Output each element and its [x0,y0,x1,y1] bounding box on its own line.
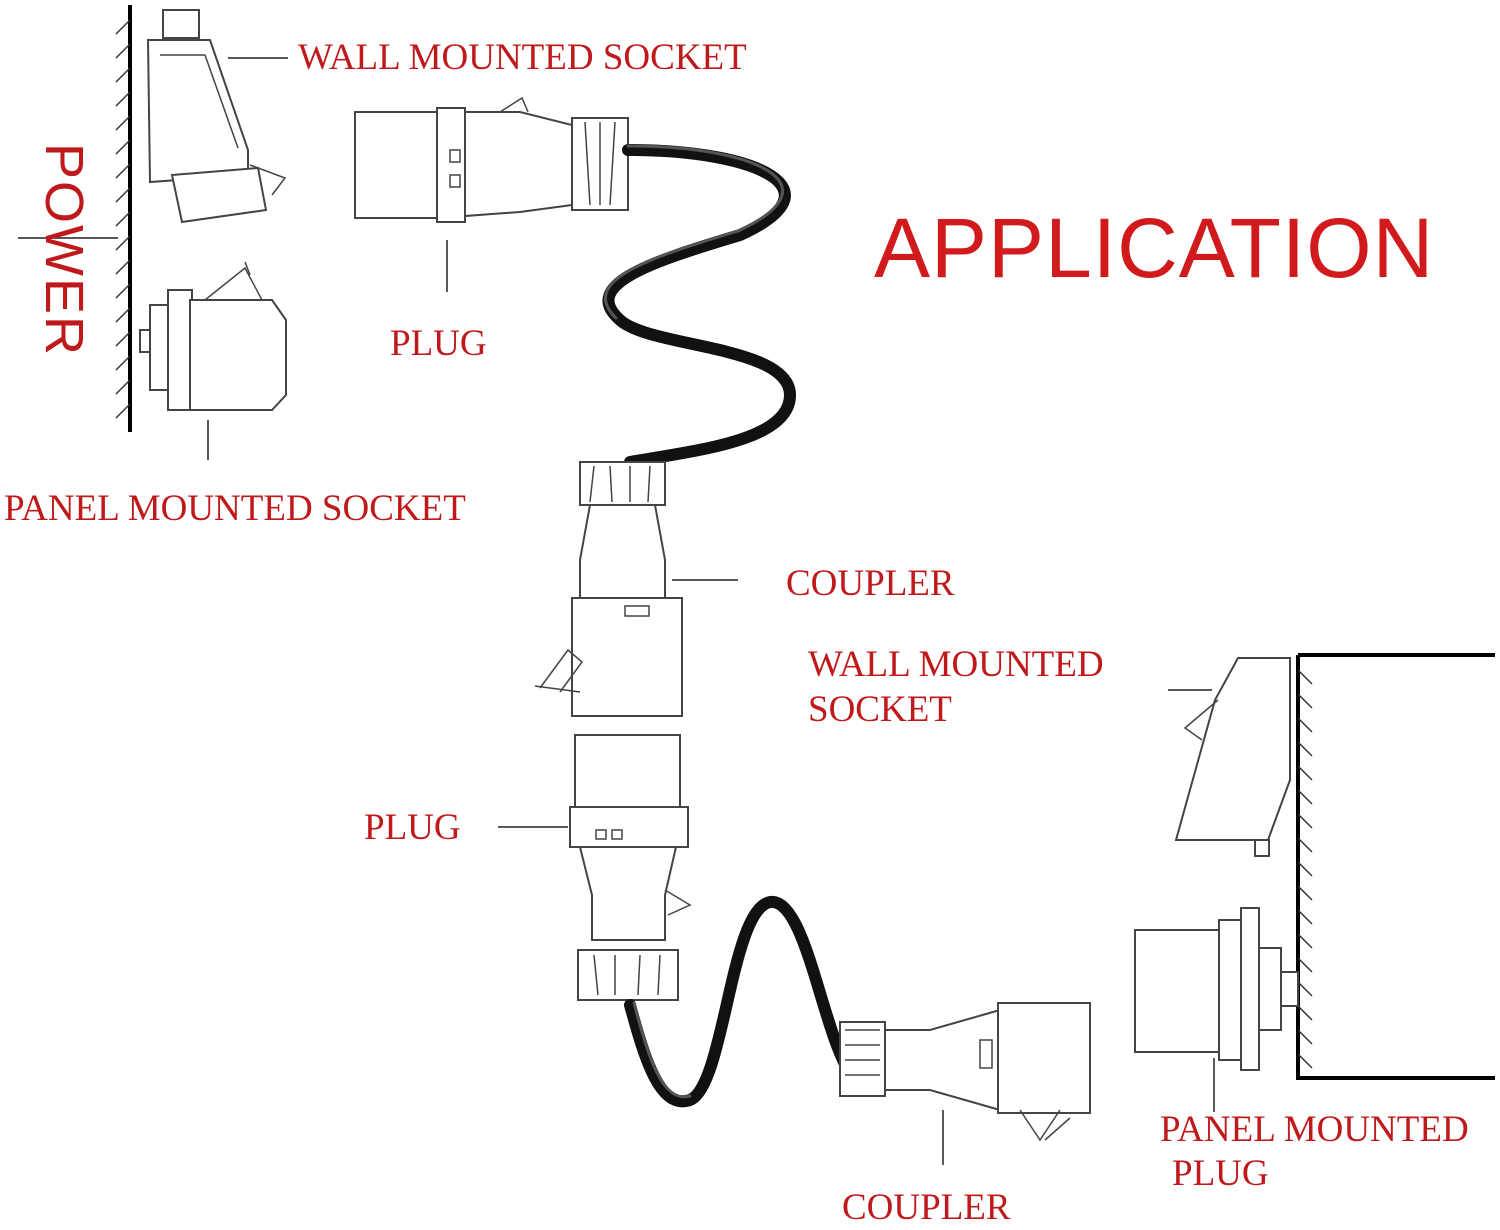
wall-mounted-socket-top [146,9,287,224]
diagram-title: APPLICATION [874,201,1435,295]
wall-mounted-socket-right [1174,657,1291,857]
power-text: POWER [34,142,95,358]
label-coupler-bottom: COUPLER [842,1187,1011,1228]
label-wall-mounted-socket-right-1: WALL MOUNTED [808,644,1104,685]
panel-mounted-plug [1134,907,1299,1071]
label-panel-mounted-plug-2: PLUG [1172,1153,1269,1194]
label-coupler-mid: COUPLER [786,563,955,604]
label-plug-top: PLUG [390,323,487,364]
label-panel-mounted-plug-1: PANEL MOUNTED [1160,1109,1469,1150]
left-wall [18,5,132,432]
plug-top [354,96,629,223]
label-plug-mid: PLUG [364,807,461,848]
cable-top [602,144,797,468]
label-wall-mounted-socket-top: WALL MOUNTED SOCKET [298,37,747,78]
coupler-bottom [839,1002,1091,1142]
power-label: POWER [34,140,95,360]
right-wall [1296,653,1495,1080]
label-wall-mounted-socket-right-2: SOCKET [808,689,952,730]
coupler-mid [534,461,683,717]
cable-bottom [624,896,854,1108]
panel-mounted-socket [139,261,287,411]
plug-mid [569,734,692,1001]
label-panel-mounted-socket: PANEL MOUNTED SOCKET [4,488,466,529]
